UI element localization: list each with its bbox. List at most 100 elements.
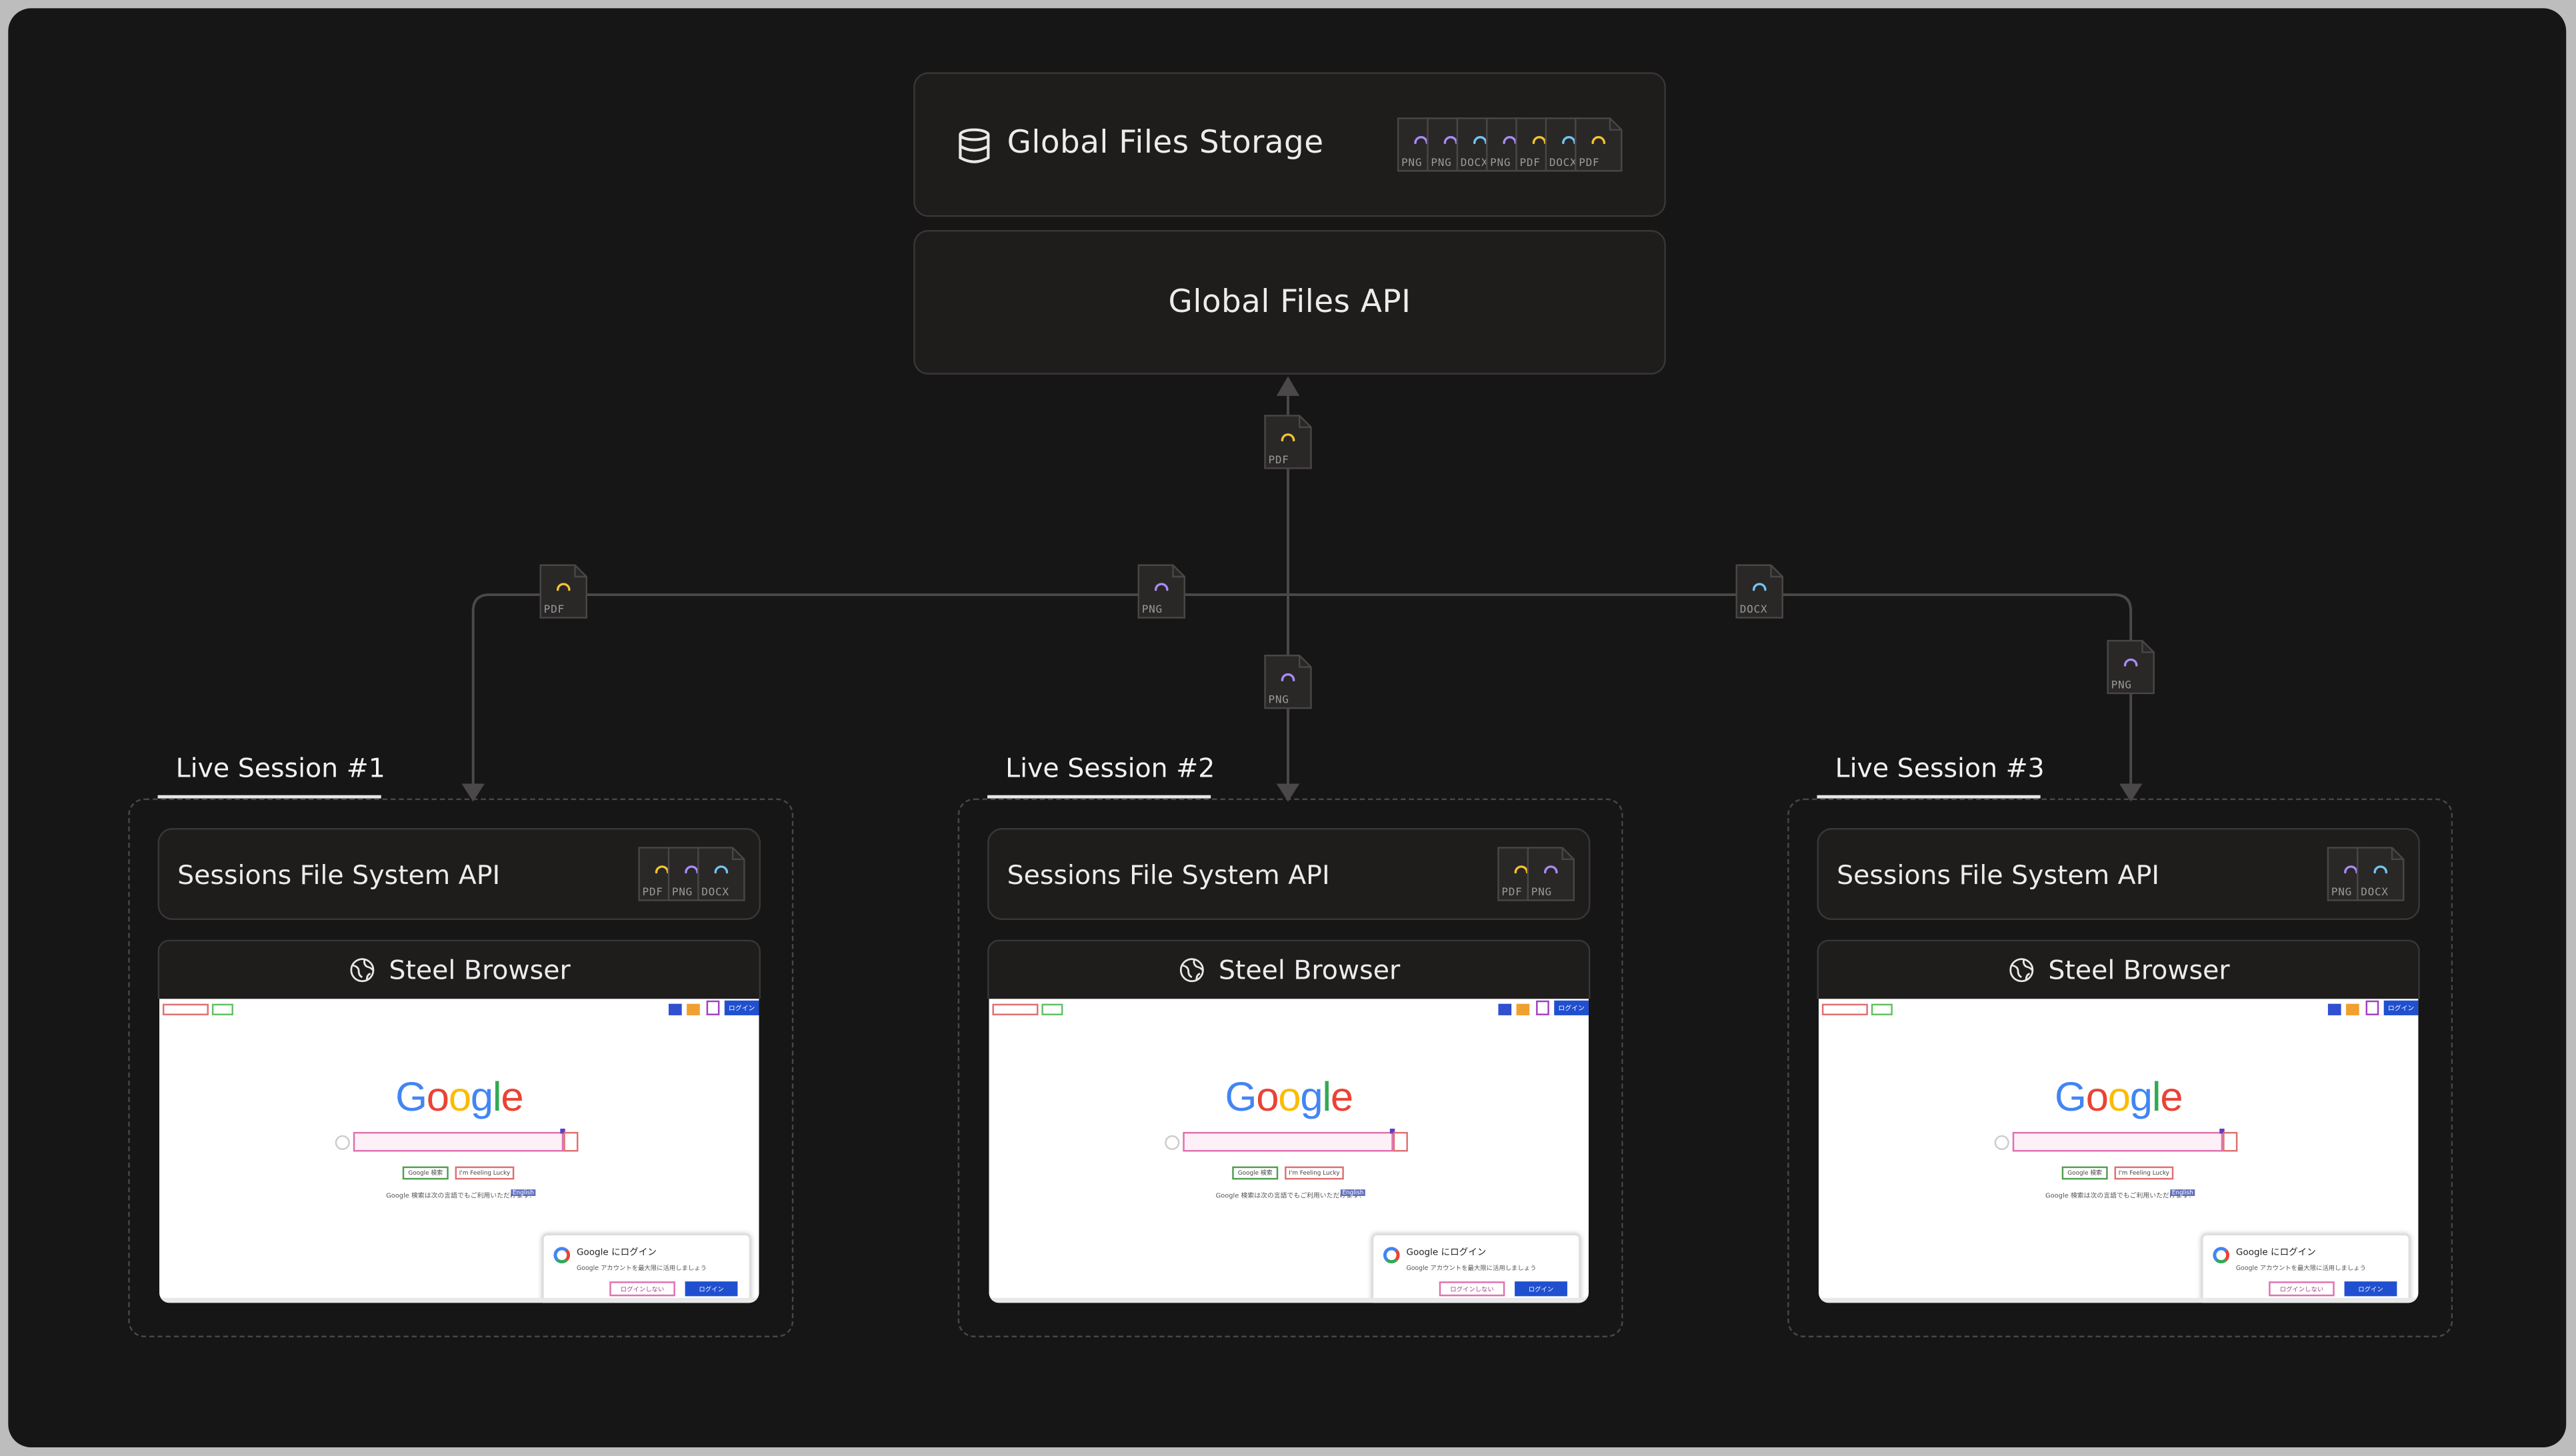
search-icon	[335, 1135, 350, 1151]
branch-line	[471, 593, 2133, 785]
file-type-label: PDF	[642, 885, 663, 899]
session-dashed-container	[1787, 798, 2453, 1337]
language-note: Google 検索は次の言語でもご利用いただけます:	[2045, 1191, 2191, 1199]
google-search-button[interactable]: Google 検索	[2061, 1166, 2108, 1180]
file-type-label: DOCX	[1739, 603, 1768, 617]
transit-file-down-mid: PNG	[1263, 654, 1313, 710]
google-g-icon	[1383, 1247, 1400, 1264]
search-input[interactable]	[2012, 1131, 2223, 1152]
global-files-api-box: Global Files API	[913, 230, 1666, 375]
file-docx-icon: DOCX	[1735, 563, 1784, 619]
browser-viewport[interactable]: ログイン Google Google 検索 I'm Feeling Lucky …	[989, 999, 1589, 1303]
login-body: Google アカウントを最大限に活用しましょう	[576, 1263, 707, 1272]
login-accept-button[interactable]: ログイン	[2344, 1281, 2397, 1297]
browser-viewport[interactable]: ログイン Google Google 検索 I'm Feeling Lucky …	[1818, 999, 2419, 1303]
top-login-button[interactable]: ログイン	[2383, 1000, 2419, 1015]
logo-letter: o	[426, 1074, 449, 1121]
search-icon	[1994, 1135, 2009, 1151]
logo-letter: o	[2085, 1074, 2109, 1121]
images-icon[interactable]	[1536, 1000, 1549, 1015]
login-decline-button[interactable]: ログインしない	[2269, 1281, 2335, 1297]
login-accept-button[interactable]: ログイン	[685, 1281, 738, 1297]
search-input[interactable]	[1183, 1131, 1393, 1152]
login-decline-button[interactable]: ログインしない	[1439, 1281, 1505, 1297]
apps-icon[interactable]	[668, 1003, 682, 1015]
logo-letter: o	[448, 1074, 471, 1121]
google-g-icon	[2213, 1247, 2230, 1264]
browser-title: Steel Browser	[2048, 954, 2230, 986]
file-docx-icon: DOCX	[697, 846, 746, 902]
file-pdf-icon: PDF	[1263, 414, 1313, 470]
google-logo: Google	[159, 1075, 759, 1122]
file-type-label: PNG	[1268, 693, 1289, 707]
google-search-button[interactable]: Google 検索	[1232, 1166, 1279, 1180]
logo-letter: o	[1256, 1074, 1279, 1121]
arrow-down-session-2	[1276, 783, 1300, 802]
apps-icon[interactable]	[1498, 1003, 1512, 1015]
transit-file-branch-mid: PNG	[1137, 563, 1186, 619]
logo-letter: g	[2129, 1074, 2153, 1121]
top-login-button[interactable]: ログイン	[724, 1000, 759, 1015]
login-body: Google アカウントを最大限に活用しましょう	[1406, 1263, 1537, 1272]
mail-icon[interactable]	[687, 1003, 700, 1015]
search-input[interactable]	[353, 1131, 564, 1152]
session-title: Live Session #2	[1005, 752, 1215, 784]
apps-icon[interactable]	[2327, 1003, 2341, 1015]
english-link[interactable]: English	[511, 1189, 536, 1197]
file-png-icon: PNG	[1137, 563, 1186, 619]
transit-file-branch-left: PDF	[539, 563, 588, 619]
file-type-label: PNG	[1401, 156, 1423, 169]
google-logo: Google	[989, 1075, 1589, 1122]
language-note: Google 検索は次の言語でもご利用いただけます:	[1215, 1191, 1362, 1199]
search-icon	[1165, 1135, 1180, 1151]
voice-search-icon[interactable]	[2223, 1131, 2238, 1152]
login-decline-button[interactable]: ログインしない	[609, 1281, 675, 1297]
logo-letter: o	[2107, 1074, 2131, 1121]
file-type-label: PNG	[2331, 885, 2352, 899]
transit-file-branch-right: DOCX	[1735, 563, 1784, 619]
logo-letter: G	[1225, 1074, 1257, 1121]
top-login-button[interactable]: ログイン	[1554, 1000, 1589, 1015]
file-type-label: PNG	[1531, 885, 1552, 899]
images-icon[interactable]	[2365, 1000, 2379, 1015]
feeling-lucky-button[interactable]: I'm Feeling Lucky	[2114, 1166, 2174, 1180]
file-type-label: PNG	[1141, 603, 1163, 617]
fs-api-title: Sessions File System API	[1837, 859, 2160, 891]
mail-icon[interactable]	[1516, 1003, 1530, 1015]
session-title: Live Session #3	[1835, 752, 2045, 784]
globe-icon	[2009, 958, 2033, 983]
english-link[interactable]: English	[2170, 1189, 2195, 1197]
page-scrollbar[interactable]	[989, 1297, 1589, 1303]
logo-letter: g	[470, 1074, 493, 1121]
feeling-lucky-button[interactable]: I'm Feeling Lucky	[1285, 1166, 1344, 1180]
session-title-underline	[1817, 795, 2041, 799]
english-link[interactable]: English	[1340, 1189, 1365, 1197]
file-pdf-icon: PDF	[1574, 117, 1623, 173]
images-icon[interactable]	[706, 1000, 720, 1015]
file-type-label: PDF	[1579, 156, 1600, 169]
file-type-label: DOCX	[2361, 885, 2389, 899]
file-png-icon: PNG	[2106, 639, 2155, 695]
globe-icon	[1179, 958, 1204, 983]
session-title: Live Session #1	[175, 752, 385, 784]
arrow-down-session-1	[461, 783, 485, 802]
google-search-button[interactable]: Google 検索	[402, 1166, 449, 1180]
browser-viewport[interactable]: ログイン Google Google 検索 I'm Feeling Lucky …	[159, 999, 759, 1303]
top-left-tag	[162, 1003, 209, 1015]
login-title: Google にログイン	[576, 1248, 657, 1259]
login-accept-button[interactable]: ログイン	[1515, 1281, 1567, 1297]
logo-letter: l	[2151, 1074, 2161, 1121]
browser-title: Steel Browser	[389, 954, 571, 986]
session-dashed-container	[128, 798, 794, 1337]
page-scrollbar[interactable]	[159, 1297, 759, 1303]
file-type-label: PNG	[2111, 678, 2132, 692]
voice-search-icon[interactable]	[563, 1131, 579, 1152]
voice-search-icon[interactable]	[1393, 1131, 1408, 1152]
mail-icon[interactable]	[2346, 1003, 2359, 1015]
page-scrollbar[interactable]	[1818, 1297, 2419, 1303]
file-type-label: PDF	[543, 603, 565, 617]
feeling-lucky-button[interactable]: I'm Feeling Lucky	[455, 1166, 515, 1180]
session-title-underline	[157, 795, 381, 799]
